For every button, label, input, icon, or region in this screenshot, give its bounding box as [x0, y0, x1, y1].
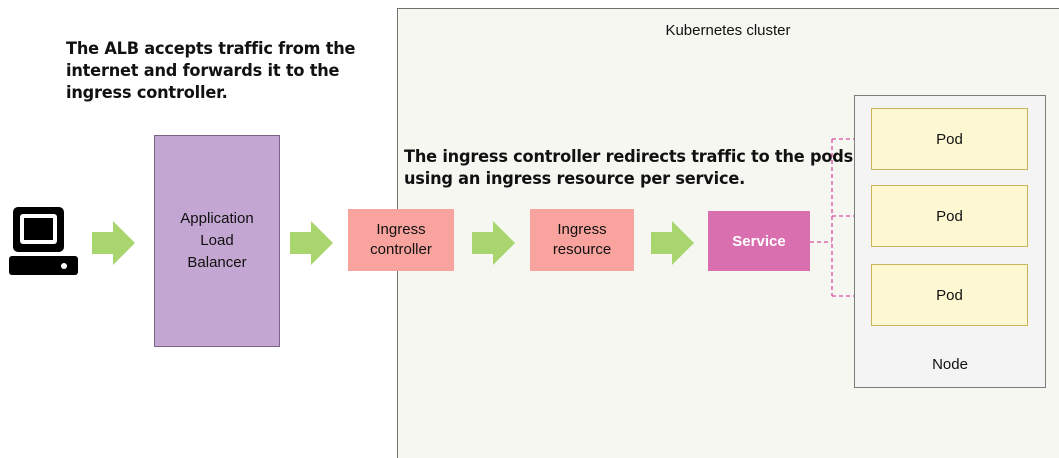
ingress-controller-label-line: controller [370, 241, 432, 258]
computer-icon [9, 207, 78, 275]
node-label: Node [932, 356, 968, 373]
application-load-balancer: Application Load Balancer [154, 135, 280, 347]
service-to-pods-connectors [810, 138, 863, 297]
ingress-resource-label-line: resource [552, 241, 612, 258]
ingress-resource-label-line: Ingress [557, 221, 607, 238]
alb-label-line: Load [200, 232, 234, 249]
arrow-right-icon [290, 221, 333, 265]
service: Service [708, 211, 810, 271]
arrow-right-icon [472, 221, 515, 265]
alb-label-line: Application [180, 210, 254, 227]
pod: Pod [871, 264, 1028, 326]
ingress-annotation: The ingress controller redirects traffic… [404, 147, 854, 189]
ingress-controller-label-line: Ingress [376, 221, 426, 238]
alb-label-line: Balancer [187, 254, 247, 271]
pod: Pod [871, 108, 1028, 170]
alb-annotation: The ALB accepts traffic from the interne… [66, 39, 356, 103]
pod: Pod [871, 185, 1028, 247]
arrow-right-icon [92, 221, 135, 265]
cluster-title: Kubernetes cluster [665, 22, 791, 39]
arrow-right-icon [651, 221, 694, 265]
ingress-controller: Ingress controller [348, 209, 454, 271]
ingress-resource: Ingress resource [530, 209, 634, 271]
